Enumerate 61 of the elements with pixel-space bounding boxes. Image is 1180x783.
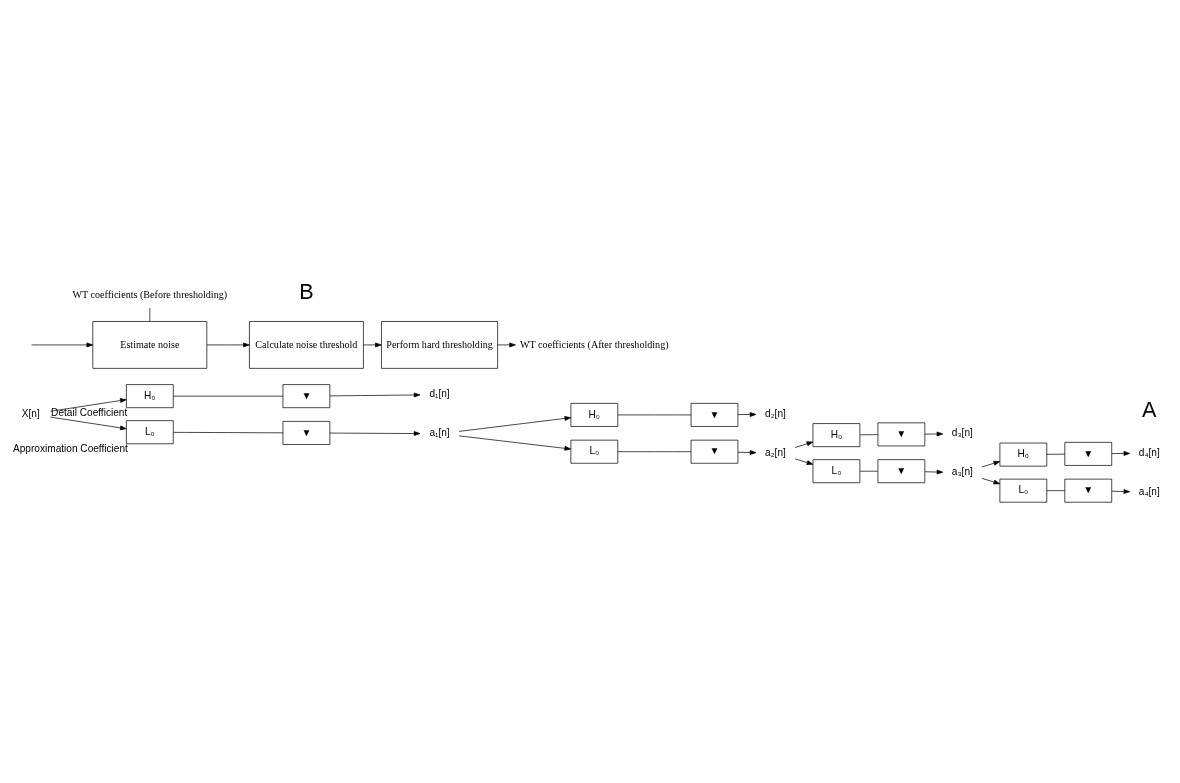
arrow — [794, 458, 814, 465]
node-text: d₃[n] — [951, 426, 973, 438]
node-box: H₀ — [999, 442, 1048, 466]
node-box: ▼ — [877, 458, 926, 483]
arrow — [206, 342, 250, 347]
node-box: Perform hard thresholding — [381, 320, 498, 369]
node-box: ▼ — [1064, 441, 1113, 466]
arrow — [50, 397, 127, 412]
arrow — [458, 435, 571, 451]
node-label: Detail Coefficient — [51, 406, 128, 418]
arrow — [1111, 488, 1131, 494]
connector — [1046, 489, 1066, 491]
arrow — [737, 449, 757, 455]
arrow — [981, 460, 1001, 467]
node-label: Approximation Coefficient — [13, 442, 128, 454]
node-text: d₁[n] — [429, 387, 450, 399]
node-box: H₀ — [126, 383, 174, 408]
node-text: X[n] — [21, 407, 40, 419]
node-box: Calculate noise threshold — [249, 320, 364, 369]
connector — [149, 307, 151, 322]
arrow — [924, 469, 944, 474]
node-text: a₃[n] — [951, 465, 973, 477]
node-box: ▼ — [690, 439, 739, 464]
connector — [173, 395, 284, 396]
node-text: WT coefficients (Before thresholding) — [72, 288, 228, 300]
label: A — [1142, 396, 1157, 422]
arrow — [1111, 450, 1131, 456]
node-text: a₁[n] — [429, 426, 450, 438]
node-text: d₄[n] — [1138, 446, 1160, 458]
arrow — [329, 392, 421, 397]
label: B — [299, 278, 314, 304]
arrow — [794, 440, 814, 448]
node-box: H₀ — [570, 402, 619, 427]
node-box: L₀ — [999, 478, 1048, 503]
node-box: L₀ — [570, 439, 619, 464]
node-box: H₀ — [812, 422, 861, 447]
node-text: d₂[n] — [765, 407, 786, 419]
node-box: ▼ — [1064, 478, 1113, 503]
connector — [859, 433, 879, 435]
node-text: a₂[n] — [765, 446, 786, 458]
arrow — [31, 342, 94, 347]
connector — [1046, 453, 1066, 455]
arrow — [737, 411, 757, 417]
node-box: ▼ — [282, 383, 331, 408]
node-box: ▼ — [282, 420, 331, 445]
node-text: a₄[n] — [1138, 485, 1160, 497]
arrow — [363, 342, 382, 347]
arrow — [924, 431, 944, 436]
connector — [173, 431, 284, 433]
connector — [617, 450, 692, 452]
arrow — [458, 415, 571, 432]
node-box: ▼ — [877, 422, 926, 446]
arrow — [497, 342, 516, 347]
node-text: WT coefficients (After thresholding) — [520, 338, 669, 350]
node-box: Estimate noise — [92, 320, 208, 369]
node-box: ▼ — [690, 402, 739, 427]
arrow — [329, 430, 421, 436]
node-box: L₀ — [812, 458, 861, 483]
node-box: L₀ — [126, 419, 174, 444]
arrow — [50, 416, 127, 430]
arrow — [981, 477, 1001, 484]
